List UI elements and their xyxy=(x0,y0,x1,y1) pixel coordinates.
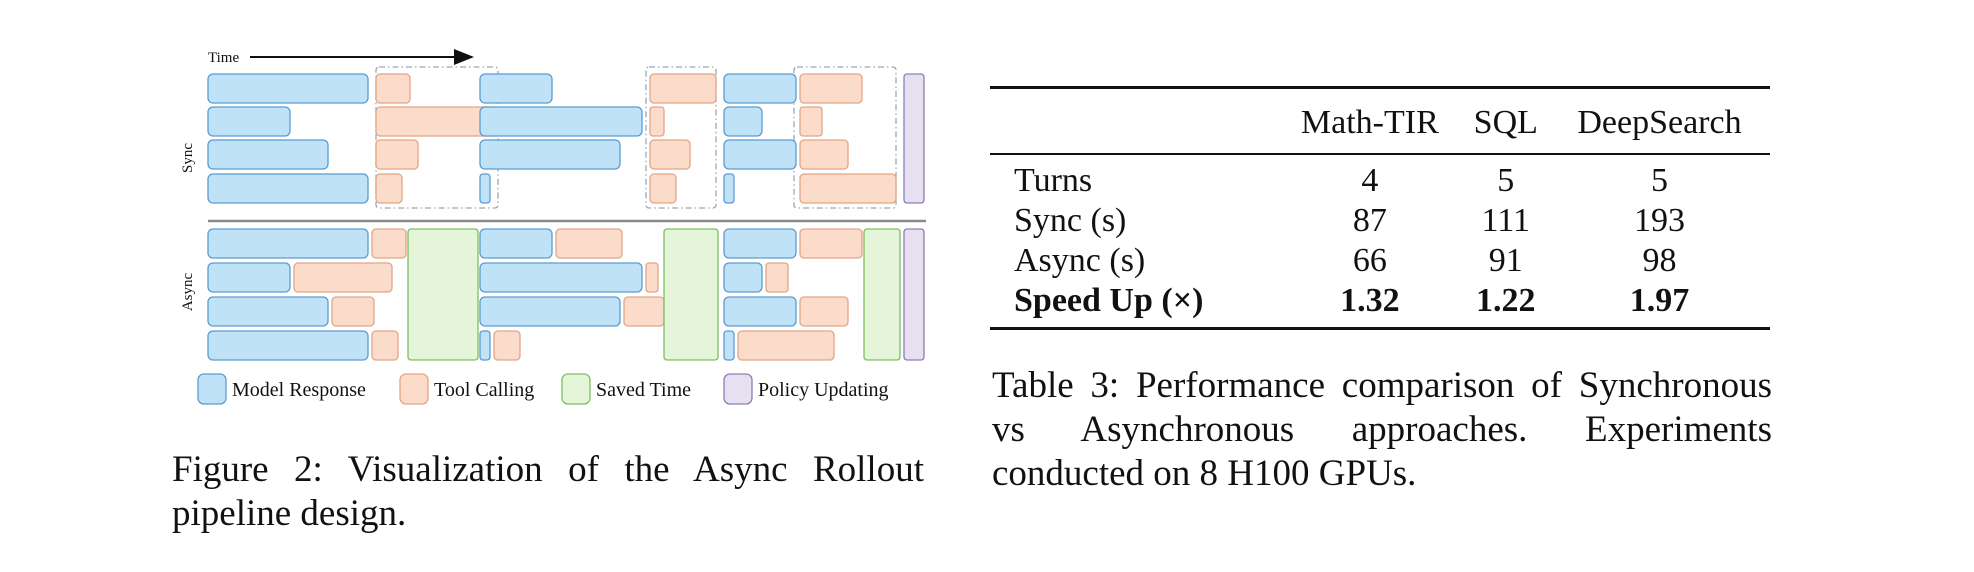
tool-calling-block xyxy=(371,228,407,259)
model-response-block xyxy=(207,228,369,259)
model-response-block xyxy=(479,73,553,104)
legend-label-model-response: Model Response xyxy=(232,379,366,401)
row-label-sync: Sync (s) xyxy=(1014,202,1127,239)
waiting-region xyxy=(375,66,499,209)
model-response-block xyxy=(207,106,291,137)
table-cell: 5 xyxy=(1650,162,1668,199)
model-response-block xyxy=(479,139,621,170)
table-cell: 1.32 xyxy=(1340,282,1400,319)
tool-calling-block xyxy=(623,296,665,327)
tool-calling-block xyxy=(649,173,677,204)
figure-caption: Figure 2: Visualization of the Async Rol… xyxy=(172,449,924,534)
results-table-container: Math-TIR SQL DeepSearch Turns 4 5 5 Sync… xyxy=(990,86,1770,330)
sync-label: Sync xyxy=(180,143,196,173)
model-response-block xyxy=(207,262,291,293)
table-cell: 66 xyxy=(1352,242,1387,279)
tool-calling-block xyxy=(375,73,411,104)
model-response-block xyxy=(723,262,763,293)
legend-swatch-saved-time xyxy=(561,373,591,405)
model-response-block xyxy=(207,173,369,204)
legend-swatch-model-response xyxy=(197,373,227,405)
model-response-block xyxy=(723,296,797,327)
model-response-block xyxy=(479,296,621,327)
tool-calling-block xyxy=(493,330,521,361)
model-response-block xyxy=(479,228,553,259)
tool-calling-block xyxy=(649,106,665,137)
saved-time-block xyxy=(663,228,719,361)
results-table: Math-TIR SQL DeepSearch Turns 4 5 5 Sync… xyxy=(990,86,1770,330)
table-cell: 87 xyxy=(1352,202,1387,239)
model-response-block xyxy=(723,106,763,137)
model-response-block xyxy=(723,139,797,170)
table-row: Speed Up (×) 1.32 1.22 1.97 xyxy=(990,281,1770,329)
tool-calling-block xyxy=(799,296,849,327)
tool-calling-block xyxy=(375,106,497,137)
table-cell: 5 xyxy=(1497,162,1515,199)
table-cell: 193 xyxy=(1633,202,1685,239)
legend-label-saved-time: Saved Time xyxy=(596,379,691,401)
table-cell: 98 xyxy=(1642,242,1677,279)
table-row: Turns 4 5 5 xyxy=(990,154,1770,201)
tool-calling-block xyxy=(649,73,717,104)
legend: Model Response Tool Calling Saved Time P… xyxy=(197,373,889,405)
tool-calling-block xyxy=(765,262,789,293)
model-response-block xyxy=(207,296,329,327)
tool-calling-block xyxy=(293,262,393,293)
waiting-region xyxy=(645,66,717,209)
table-header-sql: SQL xyxy=(1473,104,1538,141)
waiting-region xyxy=(793,66,897,209)
table-header-row: Math-TIR SQL DeepSearch xyxy=(990,87,1770,155)
policy-updating-block xyxy=(903,228,925,361)
model-response-block xyxy=(479,262,643,293)
tool-calling-block xyxy=(375,139,419,170)
table-header-deepsearch: DeepSearch xyxy=(1577,104,1742,141)
saved-time-block xyxy=(407,228,479,361)
tool-calling-block xyxy=(331,296,375,327)
legend-label-policy-updating: Policy Updating xyxy=(758,379,889,401)
table-row: Async (s) 66 91 98 xyxy=(990,241,1770,281)
tool-calling-block xyxy=(371,330,399,361)
async-label: Async xyxy=(180,272,196,311)
model-response-block xyxy=(723,73,797,104)
tool-calling-block xyxy=(799,173,897,204)
model-response-block xyxy=(479,330,491,361)
table-caption: Table 3: Performance comparison of Synch… xyxy=(992,365,1772,494)
tool-calling-block xyxy=(375,173,403,204)
tool-calling-block xyxy=(645,262,659,293)
model-response-block xyxy=(479,173,491,204)
model-response-block xyxy=(479,106,643,137)
legend-label-tool-calling: Tool Calling xyxy=(434,379,534,401)
model-response-block xyxy=(723,330,735,361)
tool-calling-block xyxy=(799,73,863,104)
table-header-math-tir: Math-TIR xyxy=(1300,104,1439,141)
table-cell: 4 xyxy=(1361,162,1379,199)
model-response-block xyxy=(207,330,369,361)
async-rollout-figure: Time Sync Async xyxy=(180,49,926,405)
policy-updating-block xyxy=(903,73,925,204)
model-response-block xyxy=(723,173,735,204)
legend-swatch-tool-calling xyxy=(399,373,429,405)
table-row: Sync (s) 87 111 193 xyxy=(990,201,1770,241)
model-response-block xyxy=(207,73,369,104)
tool-calling-block xyxy=(799,139,849,170)
model-response-block xyxy=(723,228,797,259)
model-response-block xyxy=(207,139,329,170)
row-label-turns: Turns xyxy=(1014,162,1093,199)
table-cell: 1.22 xyxy=(1476,282,1536,319)
tool-calling-block xyxy=(799,228,863,259)
saved-time-block xyxy=(863,228,901,361)
table-cell: 91 xyxy=(1488,242,1523,279)
table-header-empty xyxy=(990,88,1277,155)
row-label-speed-up: Speed Up (×) xyxy=(1014,282,1204,319)
tool-calling-block xyxy=(555,228,623,259)
row-label-async: Async (s) xyxy=(1014,242,1146,279)
tool-calling-block xyxy=(649,139,691,170)
tool-calling-block xyxy=(799,106,823,137)
table-cell: 111 xyxy=(1481,202,1531,239)
legend-swatch-policy-updating xyxy=(723,373,753,405)
table-cell: 1.97 xyxy=(1629,282,1690,319)
tool-calling-block xyxy=(737,330,835,361)
time-label: Time xyxy=(208,50,239,66)
